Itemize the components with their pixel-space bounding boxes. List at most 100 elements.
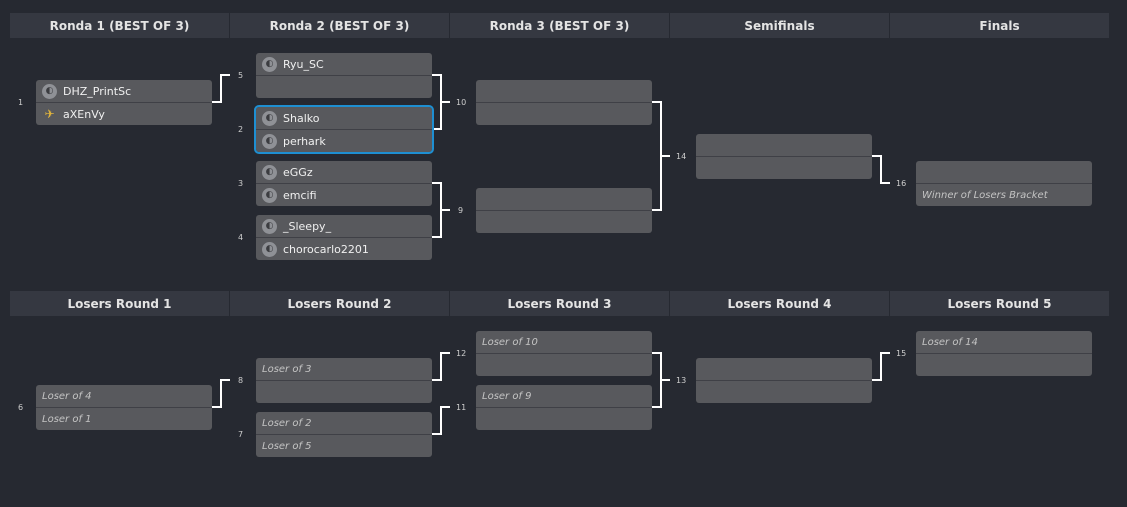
match-slot[interactable]: Loser of 9 [476,385,652,407]
match-number: 14 [676,152,687,161]
match-11[interactable]: Loser of 9 [476,385,652,430]
match-slot[interactable]: ◐ _Sleepy_ [256,215,432,237]
match-slot[interactable]: ◐ Ryu_SC [256,53,432,75]
placeholder-label: Loser of 14 [922,336,978,348]
match-slot[interactable]: Loser of 5 [256,434,432,457]
match-9[interactable] [476,188,652,233]
match-slot[interactable]: ◐ eGGz [256,161,432,183]
match-number: 10 [456,98,467,107]
match-slot[interactable]: Loser of 14 [916,331,1092,353]
match-slot[interactable] [696,358,872,380]
placeholder-label: Loser of 2 [262,417,312,429]
losers-header-row: Losers Round 1 Losers Round 2 Losers Rou… [10,291,1109,316]
placeholder-label: Loser of 9 [482,390,532,402]
match-number: 15 [896,349,907,358]
placeholder-label: Loser of 5 [262,440,312,452]
match-slot[interactable] [916,161,1092,183]
match-slot[interactable] [696,380,872,403]
match-number: 4 [238,233,244,242]
player-name: eGGz [283,165,313,179]
match-number: 6 [18,403,24,412]
match-slot[interactable]: ◐ DHZ_PrintSc [36,80,212,102]
player-avatar-icon: ◐ [262,218,277,234]
round-header: Losers Round 1 [10,291,230,316]
match-16[interactable]: Winner of Losers Bracket [916,161,1092,206]
match-4[interactable]: ◐ _Sleepy_ ◐ chorocarlo2201 [256,215,432,260]
round-header: Losers Round 4 [670,291,890,316]
match-15[interactable]: Loser of 14 [916,331,1092,376]
placeholder-label: Loser of 3 [262,363,312,375]
match-7[interactable]: Loser of 2 Loser of 5 [256,412,432,457]
player-name: perhark [283,134,326,148]
round-header: Semifinals [670,13,890,38]
player-avatar-icon: ◐ [262,187,277,203]
connector-line [432,74,442,130]
match-number: 16 [896,179,907,188]
match-number: 3 [238,179,244,188]
match-slot[interactable]: ◐ Shalko [256,107,432,129]
connector-line [872,352,890,381]
match-number: 13 [676,376,687,385]
match-slot[interactable] [476,407,652,430]
match-slot[interactable]: ◐ perhark [256,129,432,152]
player-name: DHZ_PrintSc [63,84,132,98]
connector-line [212,74,230,103]
match-13[interactable] [696,358,872,403]
match-number: 11 [456,403,467,412]
player-name: chorocarlo2201 [283,242,369,256]
match-2[interactable]: ◐ Shalko ◐ perhark [254,105,434,154]
match-slot[interactable]: Loser of 1 [36,407,212,430]
connector-line [652,352,662,408]
match-number: 1 [18,98,24,107]
match-12[interactable]: Loser of 10 [476,331,652,376]
match-slot[interactable] [256,380,432,403]
player-name: _Sleepy_ [283,219,332,233]
connector-line [212,379,230,408]
match-slot[interactable]: Loser of 3 [256,358,432,380]
match-8[interactable]: Loser of 3 [256,358,432,403]
match-slot[interactable]: ◐ chorocarlo2201 [256,237,432,260]
match-slot[interactable]: Loser of 4 [36,385,212,407]
placeholder-label: Winner of Losers Bracket [922,189,1048,201]
placeholder-label: Loser of 4 [42,390,92,402]
match-number: 8 [238,376,244,385]
match-slot[interactable] [476,102,652,125]
player-name: aXEnVy [63,107,105,121]
round-header: Ronda 3 (BEST OF 3) [450,13,670,38]
match-slot[interactable] [476,210,652,233]
connector-line [872,155,890,184]
match-slot[interactable] [696,134,872,156]
match-slot[interactable] [256,75,432,98]
match-slot[interactable] [916,353,1092,376]
match-slot[interactable]: ◐ emcifi [256,183,432,206]
match-slot[interactable]: ✈ aXEnVy [36,102,212,125]
player-avatar-icon: ◐ [262,56,277,72]
match-slot[interactable] [476,188,652,210]
match-slot[interactable] [476,353,652,376]
match-slot[interactable]: Loser of 10 [476,331,652,353]
match-5[interactable]: ◐ Ryu_SC [256,53,432,98]
winged-logo-icon: ✈ [44,107,55,121]
connector-line [432,352,450,381]
match-slot[interactable] [696,156,872,179]
winners-header-row: Ronda 1 (BEST OF 3) Ronda 2 (BEST OF 3) … [10,13,1109,38]
match-slot[interactable]: Winner of Losers Bracket [916,183,1092,206]
round-header: Losers Round 5 [890,291,1109,316]
player-name: emcifi [283,188,317,202]
match-number: 2 [238,125,244,134]
match-10[interactable] [476,80,652,125]
player-avatar-icon: ◐ [262,110,277,126]
connector-line [432,182,442,238]
match-slot[interactable] [476,80,652,102]
match-3[interactable]: ◐ eGGz ◐ emcifi [256,161,432,206]
match-1[interactable]: ◐ DHZ_PrintSc ✈ aXEnVy [36,80,212,125]
match-14[interactable] [696,134,872,179]
match-6[interactable]: Loser of 4 Loser of 1 [36,385,212,430]
connector-line [652,101,662,211]
round-header: Ronda 2 (BEST OF 3) [230,13,450,38]
match-slot[interactable]: Loser of 2 [256,412,432,434]
player-avatar-icon: ◐ [262,164,277,180]
match-number: 5 [238,71,244,80]
player-name: Ryu_SC [283,57,324,71]
